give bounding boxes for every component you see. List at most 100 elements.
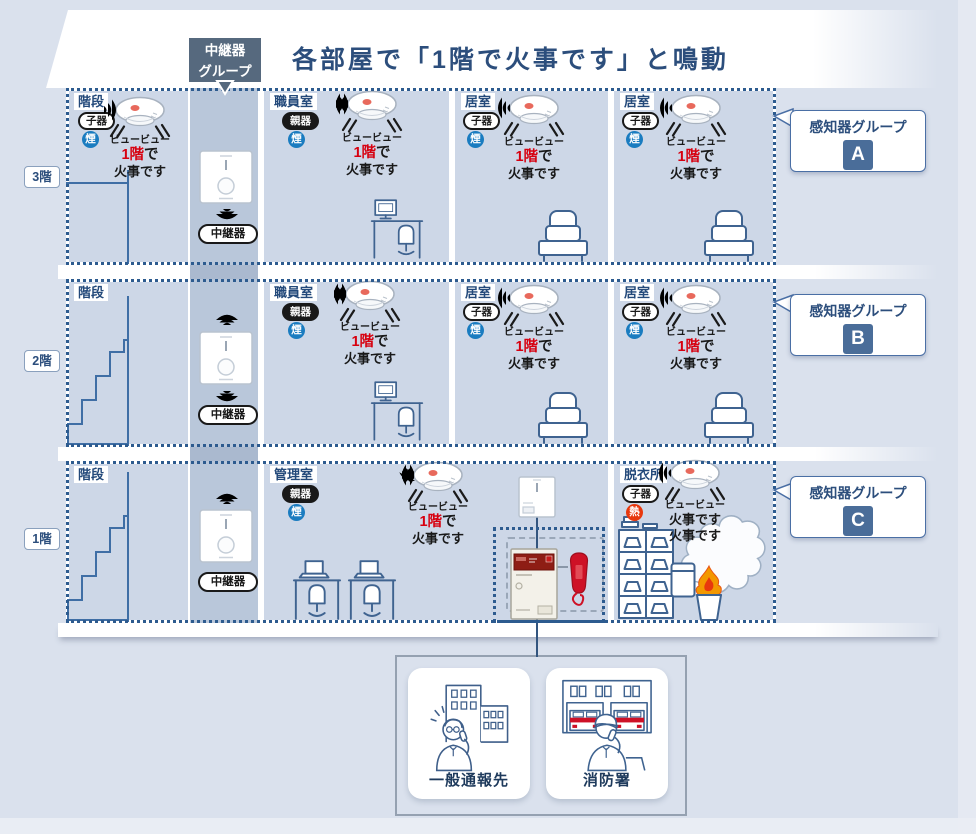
badge-heat-type: 熱 [626,504,643,521]
general-notify-illustration [417,676,521,772]
badge-child-unit: 子器 [463,112,500,130]
badge-smoke-type: 煙 [288,504,305,521]
bed-icon [534,392,592,444]
badge-child-unit: 子器 [463,303,500,321]
badge-smoke-type: 煙 [288,131,305,148]
column-slab-patch [190,447,258,461]
radio-waves-down-icon [212,206,242,222]
floor-slab-3-2 [58,265,938,279]
radio-waves-up-icon [212,312,242,328]
badge-child-unit: 子器 [622,303,659,321]
repeater-group-callout: 中継器 グループ [189,38,261,82]
room-label-staff: 職員室 [270,284,318,301]
desk-computer-icon [370,379,424,443]
stairs-icon [66,296,130,446]
smoke-detector [400,461,476,505]
group-title: 感知器グループ [809,303,907,319]
floor-label-1f: 1階 [24,528,60,550]
smoke-detector [658,284,734,328]
smoke-detector [657,459,733,503]
room-label-staff: 職員室 [270,93,318,110]
group-title: 感知器グループ [809,119,907,135]
wall-receiver-icon [518,476,556,518]
repeater-label: 中継器 [198,572,258,592]
smoke-detector [334,90,410,134]
stairs-3f-icon [66,170,130,264]
smoke-detector [496,94,572,138]
fire-bucket-icon [690,564,728,622]
badge-smoke-type: 煙 [467,131,484,148]
diagram-title: 各部屋で「1階で火事です」と鳴動 [292,46,729,74]
floor-slab-2-1 [58,447,938,461]
desk-laptop-icon [347,558,397,622]
badge-smoke-type: 煙 [626,131,643,148]
room-label-living: 居室 [461,93,496,110]
page-right-band [958,0,976,834]
sound-waves-icon [332,280,348,308]
group-b-callout: 感知器グループ B [790,294,926,356]
badge-child-unit: 子器 [622,112,659,130]
group-title: 感知器グループ [809,485,907,501]
page-bottom-band [0,818,976,834]
bed-icon [700,210,758,262]
bed-icon [700,392,758,444]
sound-waves-icon [102,96,118,124]
room-label-control: 管理室 [270,466,318,483]
badge-parent-unit: 親器 [282,303,319,321]
group-c-callout: 感知器グループ C [790,476,926,538]
fire-station-illustration [555,676,659,772]
alarm-announcement: ビュービュー 1階で 火事です [408,502,468,546]
alarm-announcement: ビュービュー 1階で 火事です [666,327,726,371]
room-label-living: 居室 [461,284,496,301]
alarm-announcement: ビュービュー 1階で 火事です [504,137,564,181]
notify-card: 一般通報先 [408,668,530,799]
radio-waves-up-icon [212,491,242,507]
room-label-living: 居室 [620,93,655,110]
badge-smoke-type: 煙 [467,322,484,339]
sound-waves-icon [496,284,512,312]
repeater-group-line1: 中継器 [204,43,246,58]
badge-smoke-type: 煙 [82,131,99,148]
sound-waves-icon [657,459,673,487]
bed-icon [534,210,592,262]
room-label-stairs: 階段 [74,93,109,110]
fire-panel-dotted-frame [493,527,605,623]
alarm-announcement-local: ビュービュー 火事です 火事です [665,500,725,543]
column-slab-patch [190,265,258,279]
sound-waves-icon [658,284,674,312]
smoke-detector [658,94,734,138]
room-label-stairs: 階段 [74,466,109,483]
group-letter-badge: C [843,506,873,536]
room-label-dressing: 脱衣所 [620,466,668,483]
badge-child-unit: 子器 [78,112,115,130]
desk-computer-icon [370,196,424,262]
radio-waves-down-icon [212,388,242,404]
fire-station-card-label: 消防署 [582,772,631,789]
alarm-announcement: ビュービュー 1階で 火事です [342,133,402,177]
badge-child-unit: 子器 [622,485,659,503]
fire-station-card: 消防署 [546,668,668,799]
sound-waves-icon [334,90,350,118]
badge-parent-unit: 親器 [282,485,319,503]
group-letter-badge: B [843,324,873,354]
repeater-label: 中継器 [198,405,258,425]
ground-slab [58,623,938,637]
group-a-callout: 感知器グループ A [790,110,926,172]
repeater-group-pointer [215,80,235,96]
group-letter-badge: A [843,140,873,170]
floor-label-2f: 2階 [24,350,60,372]
room-label-stairs: 階段 [74,284,109,301]
repeater-device-icon [199,509,253,563]
notify-card-label: 一般通報先 [428,772,509,789]
sound-waves-icon [496,94,512,122]
smoke-detector [332,280,408,324]
alarm-announcement: ビュービュー 1階で 火事です [340,322,400,366]
alarm-announcement: ビュービュー 1階で 火事です [110,135,170,179]
stairs-icon [66,472,130,622]
alarm-announcement: ビュービュー 1階で 火事です [666,137,726,181]
smoke-detector [496,284,572,328]
room-label-living: 居室 [620,284,655,301]
sound-waves-icon [658,94,674,122]
alarm-announcement: ビュービュー 1階で 火事です [504,327,564,371]
